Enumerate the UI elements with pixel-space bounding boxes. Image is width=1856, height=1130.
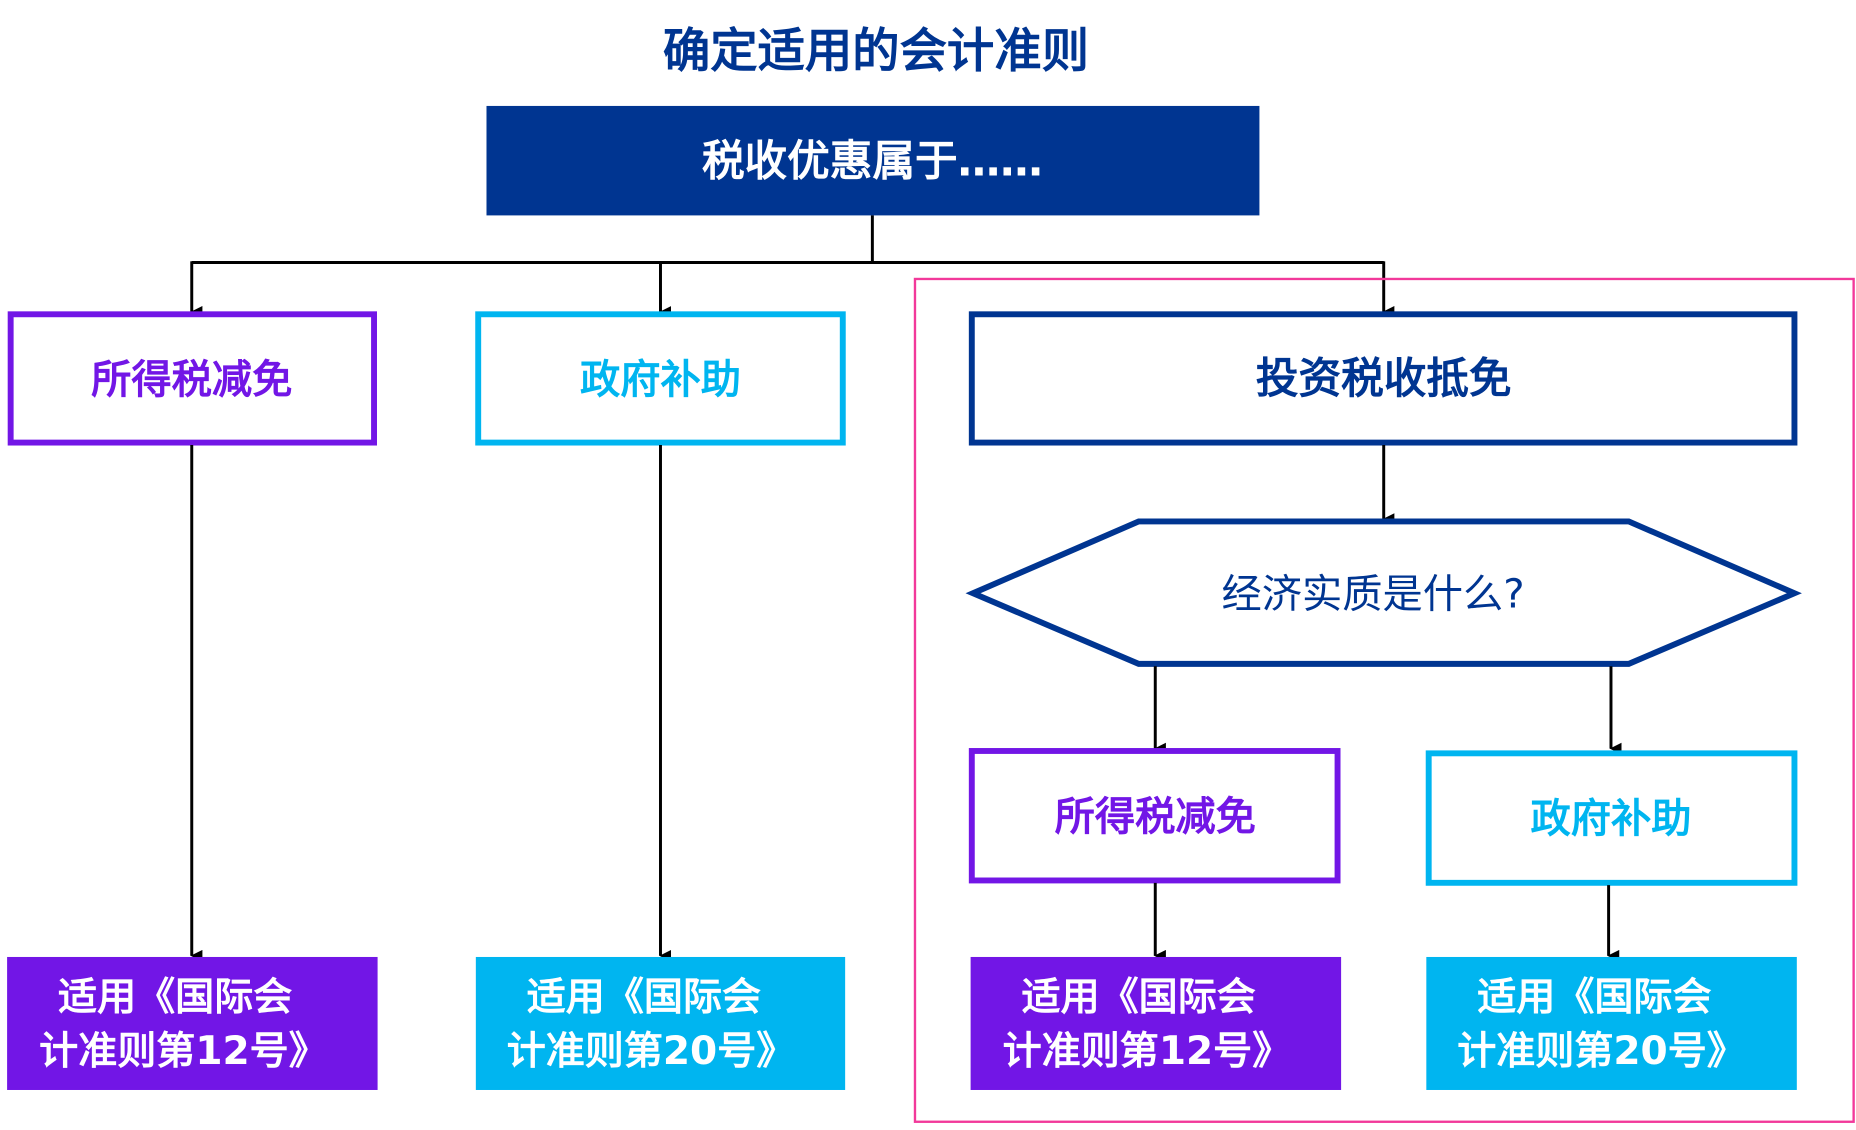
outcome-ias20-right: 适用《国际会 计准则第20号》 xyxy=(1426,956,1797,1090)
outcome-line-1: 适用《国际会 xyxy=(1022,975,1256,1020)
gov-grant-box xyxy=(475,311,846,446)
outcome-box xyxy=(970,956,1342,1090)
outcome-ias12-left: 适用《国际会 计准则第12号》 xyxy=(7,956,378,1090)
sub-gov-grant-label: 政府补助 xyxy=(1531,796,1692,842)
outcome-line-1: 适用《国际会 xyxy=(1477,975,1711,1020)
decision-hexagon xyxy=(965,518,1802,667)
outcome-ias20-left: 适用《国际会 计准则第20号》 xyxy=(475,956,846,1090)
sub-gov-grant-box xyxy=(1425,750,1798,886)
root-label: 税收优惠属于…… xyxy=(702,137,1043,186)
highlight-frame xyxy=(913,277,1855,1123)
investment-credit-box xyxy=(968,311,1798,446)
outcome-ias12-right: 适用《国际会 计准则第12号》 xyxy=(970,956,1342,1090)
outcome-line-2: 计准则第12号》 xyxy=(1003,1029,1292,1074)
income-tax-box xyxy=(7,311,377,446)
gov-grant-label: 政府补助 xyxy=(580,357,741,403)
outcome-line-2: 计准则第20号》 xyxy=(507,1029,796,1074)
outcome-line-2: 计准则第12号》 xyxy=(39,1029,328,1074)
outcome-line-1: 适用《国际会 xyxy=(58,975,292,1020)
outcome-line-1: 适用《国际会 xyxy=(527,975,761,1020)
investment-credit-label: 投资税收抵免 xyxy=(1256,355,1512,404)
sub-income-tax-label: 所得税减免 xyxy=(1055,794,1256,840)
root-connectors xyxy=(190,215,1395,318)
outcome-box xyxy=(475,956,846,1090)
diagram-title: 确定适用的会计准则 xyxy=(663,24,1089,79)
outcome-line-2: 计准则第20号》 xyxy=(1457,1029,1746,1074)
root-box xyxy=(486,105,1260,216)
outcome-box xyxy=(7,956,378,1090)
outcome-box xyxy=(1426,956,1797,1090)
sub-income-tax-box xyxy=(968,748,1341,884)
decision-label: 经济实质是什么? xyxy=(1222,571,1525,617)
income-tax-label: 所得税减免 xyxy=(91,357,292,403)
